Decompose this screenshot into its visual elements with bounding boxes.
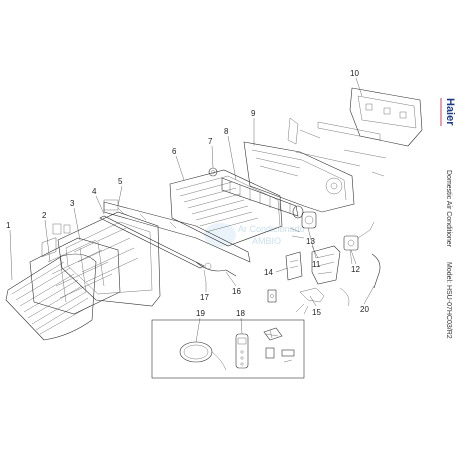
callout-19: 19 — [196, 309, 205, 318]
callout-11: 11 — [312, 260, 321, 269]
watermark: Ar Condicionado AMBIO — [204, 223, 305, 247]
part-11-fan-motor — [289, 211, 317, 239]
callout-13: 13 — [306, 237, 315, 246]
watermark-text: Ar Condicionado — [238, 224, 305, 234]
part-1-front-panel — [5, 253, 97, 341]
callout-4: 4 — [92, 187, 97, 196]
callout-14: 14 — [264, 268, 273, 277]
part-3-front-frame — [57, 211, 161, 307]
callout-3: 3 — [70, 199, 75, 208]
part-6-evaporator — [169, 169, 283, 247]
part-13-control-box — [295, 245, 350, 315]
accessories-box — [151, 319, 305, 379]
part-8-crossflow-fan — [221, 177, 304, 219]
part-19-coiled-tube — [179, 341, 227, 371]
callout-16: 16 — [232, 287, 241, 296]
callout-2: 2 — [42, 211, 47, 220]
part-12-step-motor — [343, 221, 375, 265]
part-15-terminal — [267, 289, 277, 303]
callout-18: 18 — [236, 309, 245, 318]
callout-10: 10 — [350, 69, 359, 78]
callout-5: 5 — [118, 177, 123, 186]
callout-20: 20 — [360, 305, 369, 314]
part-14-pcb-cover — [285, 251, 303, 281]
callout-17: 17 — [200, 293, 209, 302]
part-10-mounting-plate — [317, 87, 423, 177]
leader-lines — [9, 77, 375, 343]
part-18-remote-controller — [235, 333, 249, 369]
callout-15: 15 — [312, 308, 321, 317]
part-16-17-cable-hose — [195, 261, 237, 283]
callout-12: 12 — [351, 265, 360, 274]
model-number: Model: HSU-07HC03/R2 — [445, 262, 452, 339]
product-name: Domestic Air Conditioner — [445, 170, 452, 248]
part-20-pipe — [371, 253, 381, 289]
callout-7: 7 — [208, 137, 213, 146]
watermark-subtext: AMBIO — [252, 236, 281, 246]
callout-6: 6 — [172, 147, 177, 156]
brand-logo: Haier — [444, 98, 456, 126]
callout-numbers: 1 2 3 4 5 6 7 8 9 10 11 12 13 14 15 16 1… — [6, 69, 369, 318]
part-4-louver-rod — [99, 215, 205, 269]
callout-1: 1 — [6, 221, 11, 230]
part-5-bracket — [103, 199, 251, 263]
part-9-chassis — [243, 117, 361, 213]
title-strip: Haier Domestic Air Conditioner Model: HS… — [440, 98, 456, 339]
callout-8: 8 — [224, 127, 229, 136]
callout-9: 9 — [251, 109, 256, 118]
